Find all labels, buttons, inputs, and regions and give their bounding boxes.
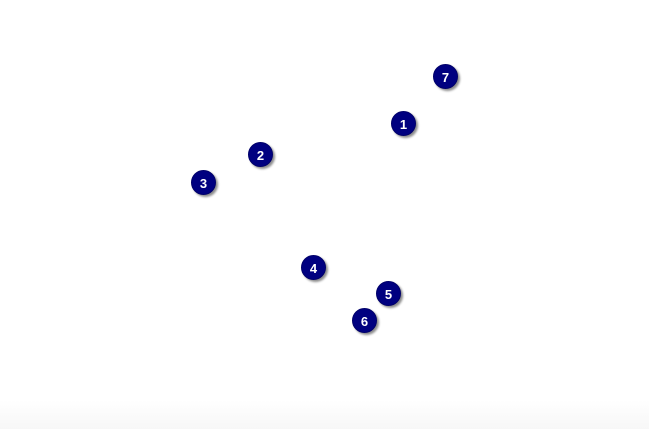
marker-4[interactable]: 4 <box>301 255 326 280</box>
marker-2[interactable]: 2 <box>248 142 273 167</box>
marker-5[interactable]: 5 <box>376 281 401 306</box>
marker-7[interactable]: 7 <box>433 64 458 89</box>
marker-3[interactable]: 3 <box>191 170 216 195</box>
marker-1[interactable]: 1 <box>391 111 416 136</box>
marker-6[interactable]: 6 <box>352 308 377 333</box>
bottom-edge-shade <box>0 400 649 429</box>
